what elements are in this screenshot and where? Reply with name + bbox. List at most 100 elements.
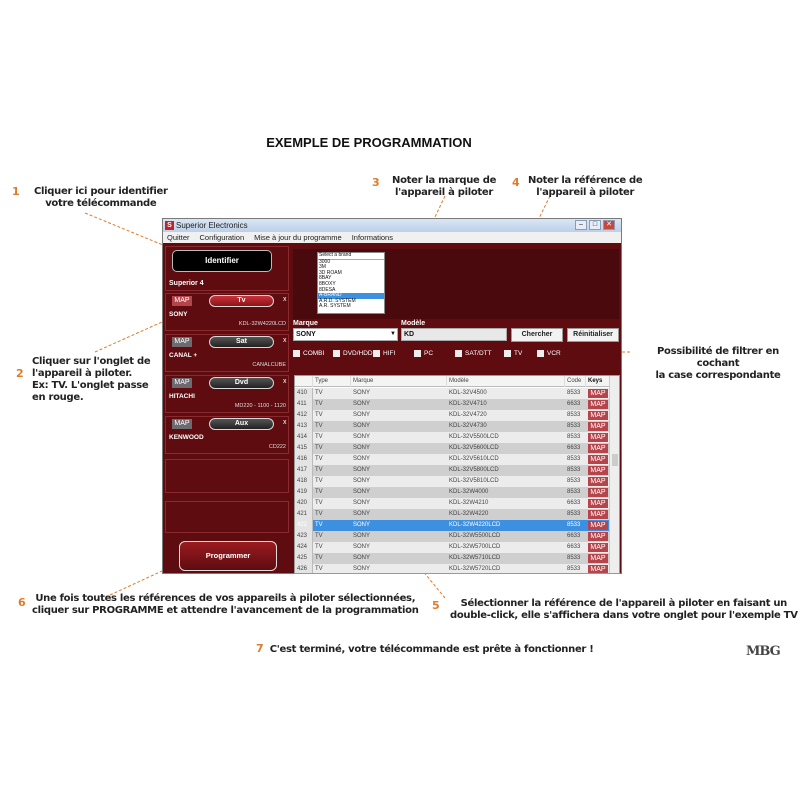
map-key-button[interactable]: MAP	[586, 399, 610, 410]
map-key-button[interactable]: MAP	[586, 432, 610, 443]
column-header[interactable]: Marque	[351, 376, 447, 387]
checkbox-icon[interactable]	[455, 350, 462, 357]
modele-input[interactable]: KD	[401, 328, 507, 341]
map-key-button[interactable]: MAP	[586, 520, 610, 531]
brand-list-item[interactable]: 3000	[319, 258, 331, 265]
map-key-button[interactable]: MAP	[586, 531, 610, 542]
brand-list-item[interactable]: 8DESA	[319, 286, 336, 293]
checkbox-icon[interactable]	[414, 350, 421, 357]
map-button[interactable]: MAP	[172, 419, 192, 429]
map-key-button[interactable]: MAP	[586, 542, 610, 553]
menu-configuration[interactable]: Configuration	[199, 233, 245, 242]
annotation-text: la case correspondante	[655, 370, 781, 381]
annotation-text: l'appareil à piloter.	[32, 368, 133, 379]
map-key-button[interactable]: MAP	[586, 388, 610, 399]
filter-checkbox-sat-dtt[interactable]: SAT/DTT	[455, 350, 492, 357]
search-button[interactable]: Chercher	[511, 328, 563, 342]
device-tab-dvd[interactable]: Dvd	[209, 377, 274, 389]
brand-list-item[interactable]: 3M	[319, 264, 326, 271]
remove-device-button[interactable]: x	[283, 419, 287, 426]
brand-list-item[interactable]: 8BAY	[319, 275, 332, 282]
reset-button[interactable]: Réinitialiser	[567, 328, 619, 342]
column-header[interactable]	[295, 376, 313, 387]
device-tab-aux[interactable]: Aux	[209, 418, 274, 430]
brand-list-item[interactable]: A-BRAND	[318, 293, 384, 299]
device-tab-sat[interactable]: Sat	[209, 336, 274, 348]
checkbox-icon[interactable]	[537, 350, 544, 357]
remove-device-button[interactable]: x	[283, 378, 287, 385]
map-key-button[interactable]: MAP	[586, 509, 610, 520]
device-tab-tv[interactable]: Tv	[209, 295, 274, 307]
map-key-button[interactable]: MAP	[586, 498, 610, 509]
brand-list-item[interactable]: 8BOXY	[319, 280, 336, 287]
brand-list-item[interactable]: 3D ROAM	[319, 269, 342, 276]
filter-checkbox-dvd-hdd[interactable]: DVD/HDD	[333, 350, 373, 357]
column-header[interactable]: Modèle	[447, 376, 565, 387]
map-key-button[interactable]: MAP	[586, 487, 610, 498]
map-key-button[interactable]: MAP	[586, 410, 610, 421]
menu-quitter[interactable]: Quitter	[167, 233, 190, 242]
column-header[interactable]: Keys	[586, 376, 610, 387]
window-title: Superior Electronics	[176, 221, 248, 230]
mbg-logo: MBG	[746, 644, 781, 659]
brand-cell: SONY	[353, 467, 371, 473]
map-key-button[interactable]: MAP	[586, 465, 610, 476]
brand-list-item[interactable]: A.R. SYSTEM	[319, 303, 351, 310]
map-button[interactable]: MAP	[172, 337, 192, 347]
map-key-button[interactable]: MAP	[586, 443, 610, 454]
filter-checkbox-hifi[interactable]: HIFI	[373, 350, 395, 357]
column-header[interactable]: Code	[565, 376, 586, 387]
scrollbar[interactable]	[609, 376, 619, 573]
filter-checkbox-vcr[interactable]: VCR	[537, 350, 561, 357]
close-button[interactable]: ✕	[603, 220, 615, 230]
scrollbar-thumb[interactable]	[612, 454, 618, 466]
checkbox-icon[interactable]	[373, 350, 380, 357]
remove-device-button[interactable]: x	[283, 337, 287, 344]
filter-checkbox-combi[interactable]: COMBI	[293, 350, 324, 357]
brand-list-item[interactable]: A.R.D. SYSTEM	[319, 297, 356, 304]
map-button[interactable]: MAP	[172, 296, 192, 306]
filter-checkbox-pc[interactable]: PC	[414, 350, 433, 357]
identify-button[interactable]: Identifier	[172, 250, 272, 272]
program-button[interactable]: Programmer	[179, 541, 277, 571]
checkbox-icon[interactable]	[293, 350, 300, 357]
maximize-button[interactable]: □	[589, 220, 601, 230]
remove-device-button[interactable]: x	[283, 296, 287, 303]
row-index: 420	[295, 498, 313, 509]
filter-checkbox-tv[interactable]: TV	[504, 350, 522, 357]
map-key-button[interactable]: MAP	[586, 553, 610, 564]
checkbox-icon[interactable]	[504, 350, 511, 357]
checkbox-icon[interactable]	[333, 350, 340, 357]
map-key-button[interactable]: MAP	[586, 564, 610, 573]
step-number: 4	[512, 176, 520, 189]
map-button[interactable]: MAP	[172, 378, 192, 388]
brand-listbox-header: Select a brand	[318, 252, 384, 260]
column-header[interactable]: Type	[313, 376, 351, 387]
map-key-button[interactable]: MAP	[586, 454, 610, 465]
map-key-button[interactable]: MAP	[586, 421, 610, 432]
map-key-button[interactable]: MAP	[586, 476, 610, 487]
minimize-button[interactable]: –	[575, 220, 587, 230]
menu-update[interactable]: Mise à jour du programme	[254, 233, 342, 242]
marque-select[interactable]: SONY▼	[293, 328, 398, 341]
menu-informations[interactable]: Informations	[351, 233, 393, 242]
